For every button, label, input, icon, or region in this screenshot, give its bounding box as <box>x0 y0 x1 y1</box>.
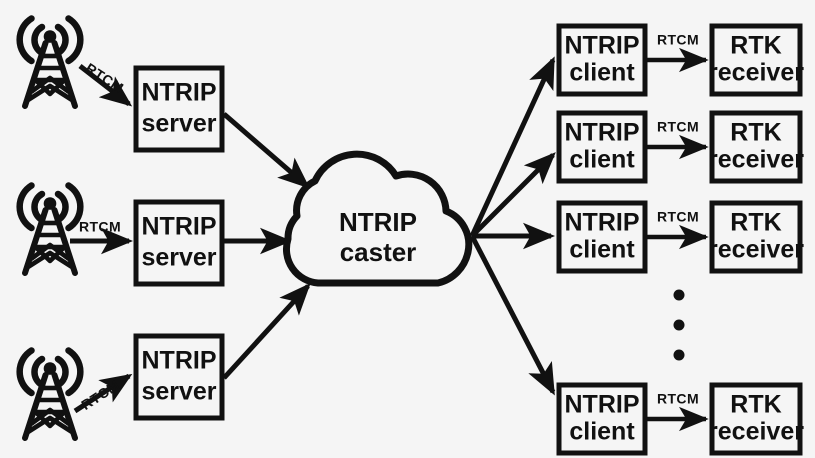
ntrip-client-node[interactable]: NTRIP client <box>556 23 648 97</box>
tower-to-server-arrow <box>73 373 133 414</box>
edge-label-rtcm: RTCM <box>83 60 127 96</box>
ntrip-client-node[interactable]: NTRIP client <box>556 200 648 274</box>
edge-label-rtcm: RTCM <box>657 391 699 407</box>
edge-label-rtcm: RTCM <box>657 119 699 135</box>
caster-to-client-arrow <box>469 56 556 238</box>
ntrip-server-node[interactable]: NTRIP server <box>133 65 225 153</box>
radio-tower-icon <box>20 351 81 439</box>
rtk-receiver-label-line2: receiver <box>708 418 804 446</box>
radio-tower-icon <box>20 186 81 274</box>
rtk-receiver-node[interactable]: RTK receiver <box>708 23 804 97</box>
rtk-receiver-label-line2: receiver <box>708 146 804 174</box>
rtk-receiver-label-line2: receiver <box>708 236 804 264</box>
ntrip-client-label-line2: client <box>569 236 635 264</box>
ntrip-client-label-line1: NTRIP <box>565 391 640 419</box>
ntrip-caster-node[interactable]: NTRIP caster <box>282 150 473 287</box>
ntrip-server-label-line2: server <box>141 378 216 406</box>
ntrip-server-label-line1: NTRIP <box>142 347 217 375</box>
ntrip-client-node[interactable]: NTRIP client <box>556 110 648 184</box>
edge-label-rtcm: RTCM <box>657 209 699 225</box>
ntrip-server-label-line2: server <box>141 244 216 272</box>
rtk-receiver-label-line1: RTK <box>730 209 781 237</box>
vertical-ellipsis <box>673 289 685 361</box>
tower-to-server-arrow <box>78 64 133 107</box>
rtk-receiver-label-line2: receiver <box>708 59 804 87</box>
ntrip-caster-label-line2: caster <box>340 237 417 267</box>
ntrip-client-label-line1: NTRIP <box>565 32 640 60</box>
server-to-caster-arrow <box>222 283 311 380</box>
ntrip-client-label-line2: client <box>569 418 635 446</box>
rtk-receiver-node[interactable]: RTK receiver <box>708 382 804 456</box>
ntrip-client-label-line1: NTRIP <box>565 119 640 147</box>
ellipsis-dot <box>673 319 685 331</box>
ellipsis-dot <box>673 349 685 361</box>
edge-label-rtcm: RTCM <box>78 377 122 413</box>
ellipsis-dot <box>673 289 685 301</box>
ntrip-server-node[interactable]: NTRIP server <box>133 199 225 287</box>
ntrip-caster-label-line1: NTRIP <box>339 207 417 237</box>
rtk-receiver-node[interactable]: RTK receiver <box>708 200 804 274</box>
rtk-receiver-node[interactable]: RTK receiver <box>708 110 804 184</box>
ntrip-server-label-line1: NTRIP <box>142 213 217 241</box>
radio-tower-icon <box>20 19 81 107</box>
cloud-icon <box>282 150 473 287</box>
ntrip-client-label-line2: client <box>569 146 635 174</box>
server-to-caster-arrow <box>222 112 311 189</box>
rtk-receiver-label-line1: RTK <box>730 119 781 147</box>
rtk-receiver-label-line1: RTK <box>730 391 781 419</box>
caster-to-client-arrow <box>469 234 556 396</box>
ntrip-server-node[interactable]: NTRIP server <box>133 333 225 421</box>
ntrip-server-label-line1: NTRIP <box>142 79 217 107</box>
ntrip-client-node[interactable]: NTRIP client <box>556 382 648 456</box>
edge-label-rtcm: RTCM <box>657 32 699 48</box>
rtk-receiver-label-line1: RTK <box>730 32 781 60</box>
caster-to-client-arrow <box>470 152 556 238</box>
ntrip-client-label-line1: NTRIP <box>565 209 640 237</box>
edge-label-rtcm: RTCM <box>79 219 121 235</box>
ntrip-server-label-line2: server <box>141 110 216 138</box>
ntrip-client-label-line2: client <box>569 59 635 87</box>
